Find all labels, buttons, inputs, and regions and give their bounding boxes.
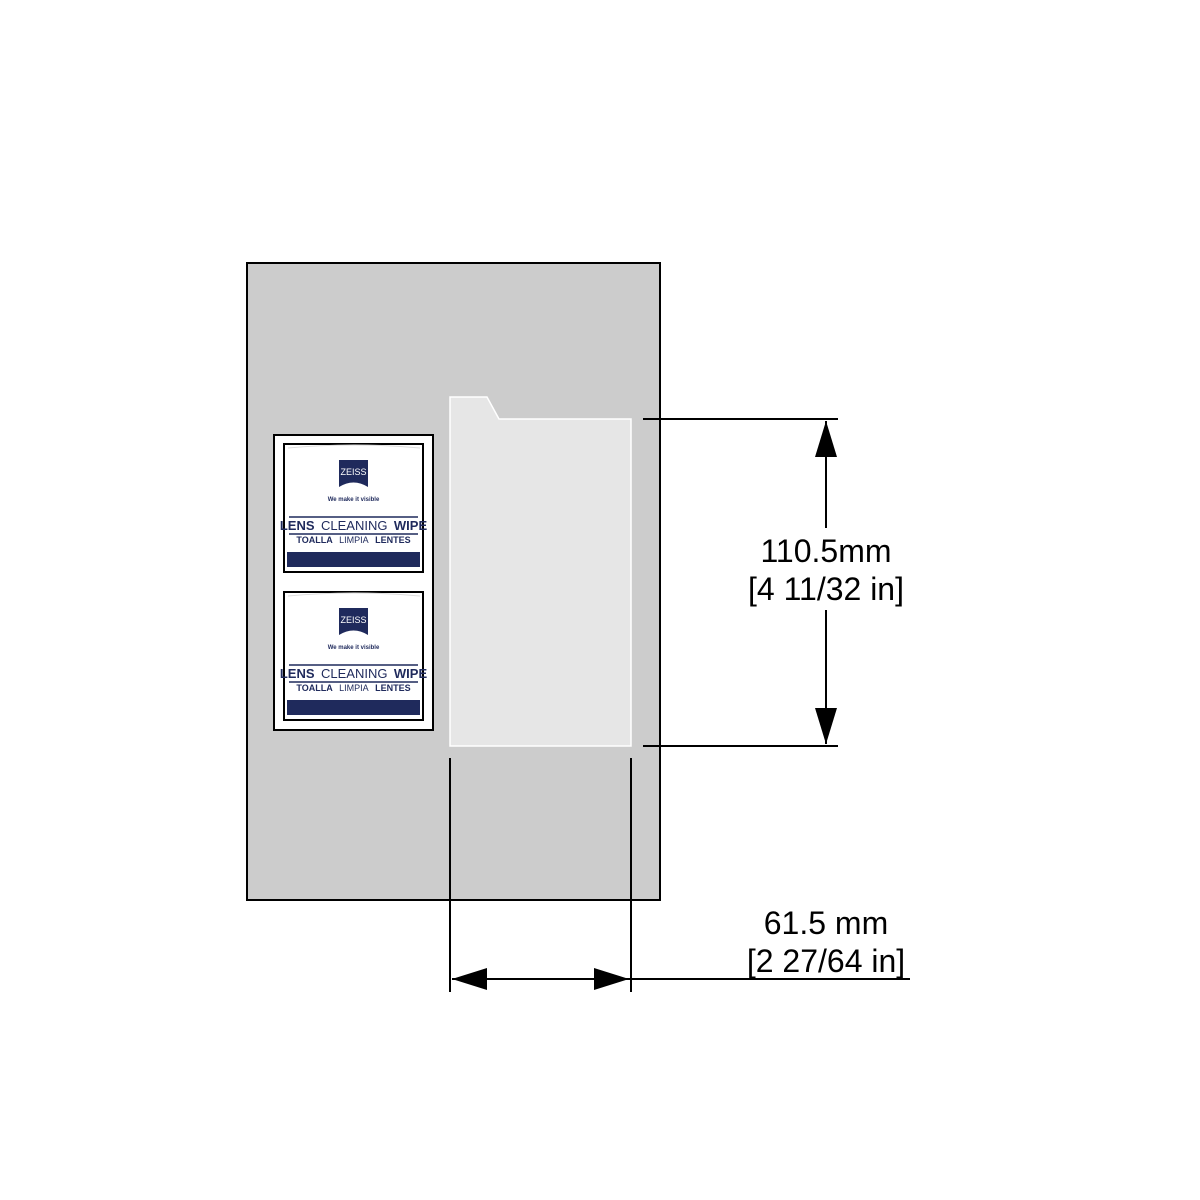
product-title: LENS CLEANING WIPE	[280, 665, 428, 682]
navy-band	[287, 552, 420, 567]
arrow-left-icon	[452, 968, 487, 990]
navy-band	[287, 700, 420, 715]
arrow-up-icon	[815, 421, 837, 457]
product-subtitle: TOALLA LIMPIA LENTES	[296, 530, 410, 547]
brand-name: ZEISS	[340, 615, 366, 625]
product-title: LENS CLEANING WIPE	[280, 517, 428, 534]
brand-tagline: We make it visible	[328, 645, 380, 651]
height-metric-label: 110.5mm	[760, 533, 891, 569]
height-imperial-label: [4 11/32 in]	[748, 571, 904, 607]
brand-name: ZEISS	[340, 467, 366, 477]
height-dimension: 110.5mm [4 11/32 in]	[643, 418, 912, 747]
arrow-right-icon	[594, 968, 629, 990]
brand-tagline: We make it visible	[328, 497, 380, 503]
width-metric-label: 61.5 mm	[764, 905, 888, 941]
wipe-packet: ZEISS We make it visible LENS CLEANING W…	[280, 591, 428, 721]
width-dimension: 61.5 mm [2 27/64 in]	[449, 758, 910, 992]
wipe-packet: ZEISS We make it visible LENS CLEANING W…	[280, 443, 428, 573]
arrow-down-icon	[815, 708, 837, 744]
width-imperial-label: [2 27/64 in]	[747, 943, 905, 979]
card-slot	[449, 396, 632, 747]
product-subtitle: TOALLA LIMPIA LENTES	[296, 678, 410, 695]
